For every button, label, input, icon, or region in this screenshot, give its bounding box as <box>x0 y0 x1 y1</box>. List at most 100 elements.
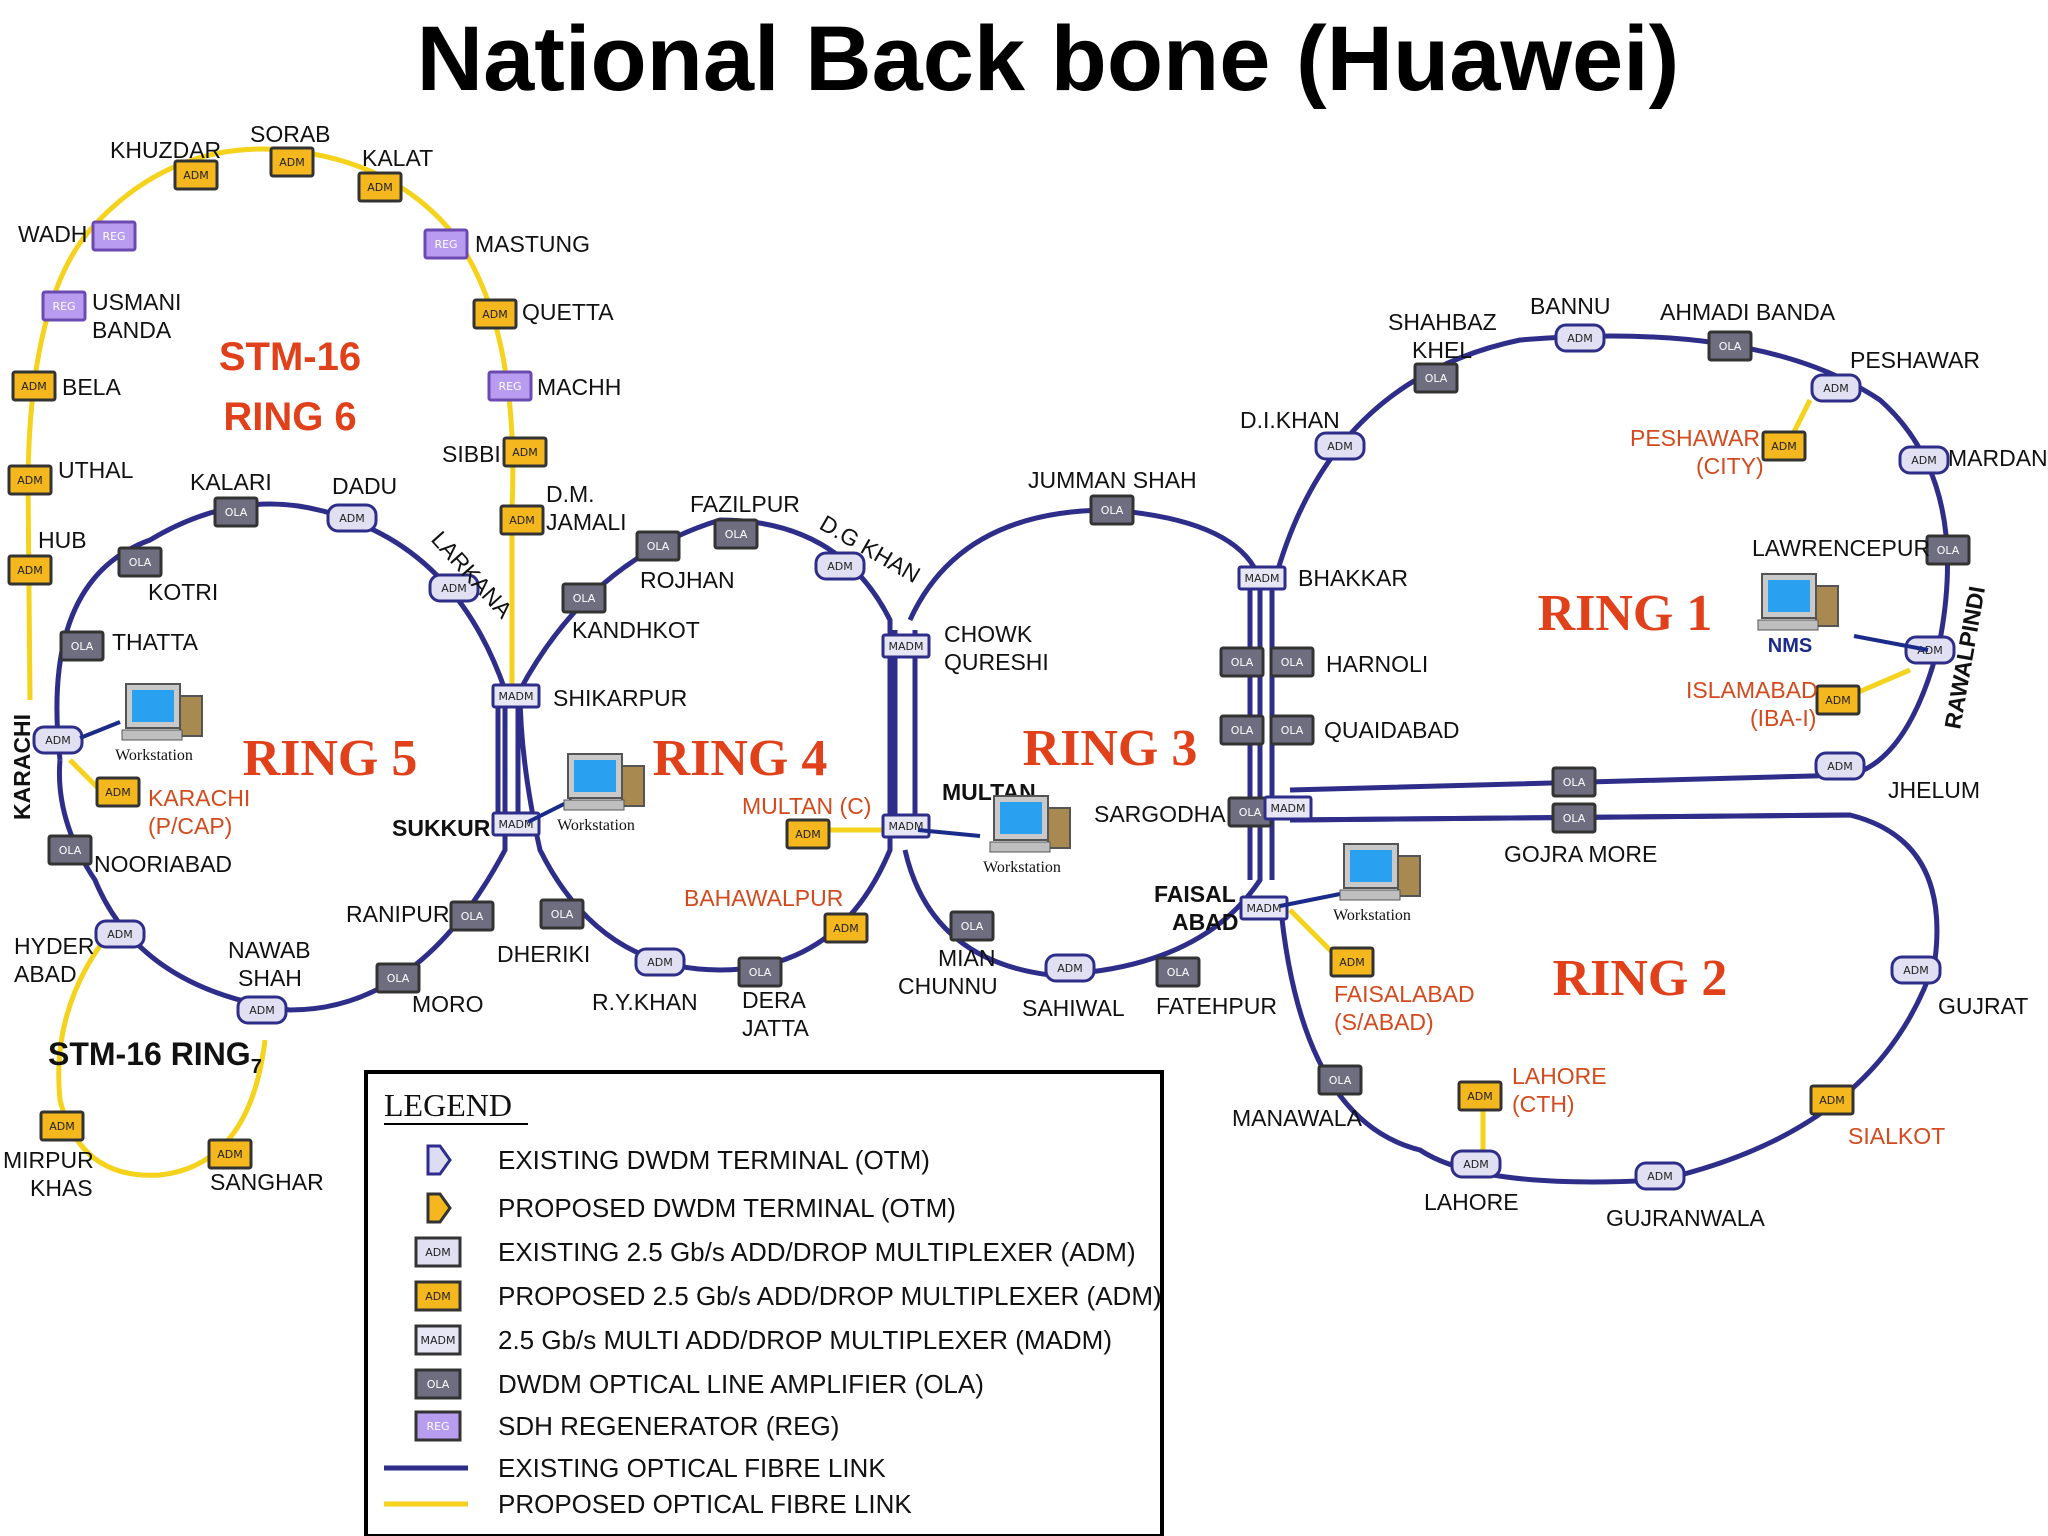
svg-text:ADM: ADM <box>482 308 508 321</box>
hub-adm-node: ADM <box>7 554 53 586</box>
label-chowk: CHOWK <box>944 621 1033 647</box>
label-dikhan: D.I.KHAN <box>1240 407 1340 433</box>
svg-text:ADM: ADM <box>1463 1158 1489 1171</box>
dgkhan-adm-node: ADM <box>814 551 866 581</box>
moro-ola-node: OLA <box>375 962 421 994</box>
legend-item-label: PROPOSED OPTICAL FIBRE LINK <box>498 1489 912 1519</box>
svg-text:ADM: ADM <box>279 156 305 169</box>
legend-item: ADM EXISTING 2.5 Gb/s ADD/DROP MULTIPLEXE… <box>414 1236 1136 1268</box>
svg-text:ADM: ADM <box>105 786 131 799</box>
svg-text:ADM: ADM <box>217 1148 243 1161</box>
svg-text:ADM: ADM <box>425 1246 451 1259</box>
svg-text:REG: REG <box>434 238 457 251</box>
svg-text:OLA: OLA <box>225 506 248 519</box>
label-islamabad: ISLAMABAD <box>1686 677 1818 703</box>
label-banda: BANDA <box>92 317 172 343</box>
legend-item-label: EXISTING OPTICAL FIBRE LINK <box>498 1453 886 1483</box>
gojra-madm-madm-node: MADM <box>1263 795 1313 821</box>
label-lahore-cth: LAHORE <box>1512 1063 1607 1089</box>
label-wadh: WADH <box>18 221 87 247</box>
mardan-adm-node: ADM <box>1898 445 1950 475</box>
svg-text:OLA: OLA <box>387 972 410 985</box>
dera-ola-node: OLA <box>737 956 783 988</box>
gujranwala-adm-node: ADM <box>1634 1161 1686 1191</box>
sialkot-adm-node: ADM <box>1809 1084 1855 1116</box>
multan-c-adm-node: ADM <box>785 818 831 850</box>
svg-text:ADM: ADM <box>49 1120 75 1133</box>
shahbazkhel-ola-node: OLA <box>1413 362 1459 394</box>
label-ahmadibanda: AHMADI BANDA <box>1660 299 1836 325</box>
legend-item-label: PROPOSED 2.5 Gb/s ADD/DROP MULTIPLEXER (… <box>498 1281 1162 1311</box>
svg-text:ADM: ADM <box>1903 964 1929 977</box>
label-moro: MORO <box>412 991 484 1017</box>
legend-item: EXISTING DWDM TERMINAL (OTM) <box>426 1144 930 1176</box>
label-derajatta: DERA <box>742 987 807 1013</box>
noorabad-ola-node: OLA <box>47 834 93 866</box>
label-shikarpur: SHIKARPUR <box>553 685 687 711</box>
label-sargodha: SARGODHA <box>1094 801 1226 827</box>
faisalabad-sabad-adm-node: ADM <box>1329 946 1375 978</box>
label-faisalabad-sabad-sub: (S/ABAD) <box>1334 1009 1434 1035</box>
lahore-cth-adm-node: ADM <box>1457 1080 1503 1112</box>
svg-text:ADM: ADM <box>827 560 853 573</box>
label-harnoli: HARNOLI <box>1326 651 1428 677</box>
label-fazilpur: FAZILPUR <box>690 491 800 517</box>
label-dheriki: DHERIKI <box>497 941 590 967</box>
svg-text:Workstation: Workstation <box>1333 907 1411 924</box>
label-bela: BELA <box>62 374 121 400</box>
ring5-label: RING 5 <box>243 730 418 787</box>
svg-text:Workstation: Workstation <box>557 817 635 834</box>
ring3-label: RING 3 <box>1023 720 1198 777</box>
workstation-multan-icon: Workstation <box>917 795 1071 876</box>
svg-text:MADM: MADM <box>889 640 924 653</box>
label-karachi-pcap: KARACHI <box>148 785 250 811</box>
ring1-label: RING 1 <box>1538 585 1713 642</box>
gojra-2-ola-node: OLA <box>1551 802 1597 834</box>
shikarpur-madm-node: MADM <box>491 683 541 709</box>
label-kalari: KALARI <box>190 469 272 495</box>
svg-text:NMS: NMS <box>1768 635 1812 657</box>
label-karachi-pcap-sub: (P/CAP) <box>148 813 232 839</box>
gujrat-adm-node: ADM <box>1890 955 1942 985</box>
label-faisalabad-sabad: FAISALABAD <box>1334 981 1475 1007</box>
fazilpur-ola-node: OLA <box>713 518 759 550</box>
svg-text:ADM: ADM <box>1819 1094 1845 1107</box>
label-bannu: BANNU <box>1530 293 1611 319</box>
svg-text:OLA: OLA <box>647 540 670 553</box>
svg-text:ADM: ADM <box>1327 440 1353 453</box>
lawrencepur-ola-node: OLA <box>1925 534 1971 566</box>
svg-text:MADM: MADM <box>1247 902 1282 915</box>
wadh-reg-node: REG <box>91 220 137 252</box>
jumman-ola-node: OLA <box>1089 494 1135 526</box>
svg-text:MADM: MADM <box>1245 572 1280 585</box>
svg-text:OLA: OLA <box>573 592 596 605</box>
mastung-reg-node: REG <box>423 228 469 260</box>
chowk-madm-node: MADM <box>881 633 931 659</box>
label-manawala: MANAWALA <box>1232 1105 1363 1131</box>
kotri-ola-node: OLA <box>117 546 163 578</box>
svg-text:MADM: MADM <box>499 690 534 703</box>
svg-text:Workstation: Workstation <box>983 859 1061 876</box>
label-lahore-cth-sub: (CTH) <box>1512 1091 1575 1117</box>
legend-box <box>364 1070 1164 1536</box>
svg-text:ADM: ADM <box>17 564 43 577</box>
legend-item-label: EXISTING 2.5 Gb/s ADD/DROP MULTIPLEXER (… <box>498 1237 1136 1267</box>
svg-text:ADM: ADM <box>833 922 859 935</box>
label-sukkur: SUKKUR <box>392 815 491 841</box>
mirpurkhas-adm-node: ADM <box>39 1110 85 1142</box>
label-sahiwal: SAHIWAL <box>1022 995 1125 1021</box>
legend-item-label: DWDM OPTICAL LINE AMPLIFIER (OLA) <box>498 1369 984 1399</box>
label-khuzdar: KHUZDAR <box>110 137 221 163</box>
label-kalat: KALAT <box>362 145 433 171</box>
label-mirpurkhas-sub: KHAS <box>30 1175 93 1201</box>
ring6-label: RING 6 <box>223 395 356 439</box>
manawala-ola-node: OLA <box>1317 1064 1363 1096</box>
hyderabad-adm-node: ADM <box>94 919 146 949</box>
peshawar-city-adm-node: ADM <box>1761 430 1807 462</box>
svg-text:REG: REG <box>102 230 125 243</box>
label-nawabshah: NAWAB <box>228 937 311 963</box>
kalari-ola-node: OLA <box>213 496 259 528</box>
svg-text:MADM: MADM <box>1271 802 1306 815</box>
